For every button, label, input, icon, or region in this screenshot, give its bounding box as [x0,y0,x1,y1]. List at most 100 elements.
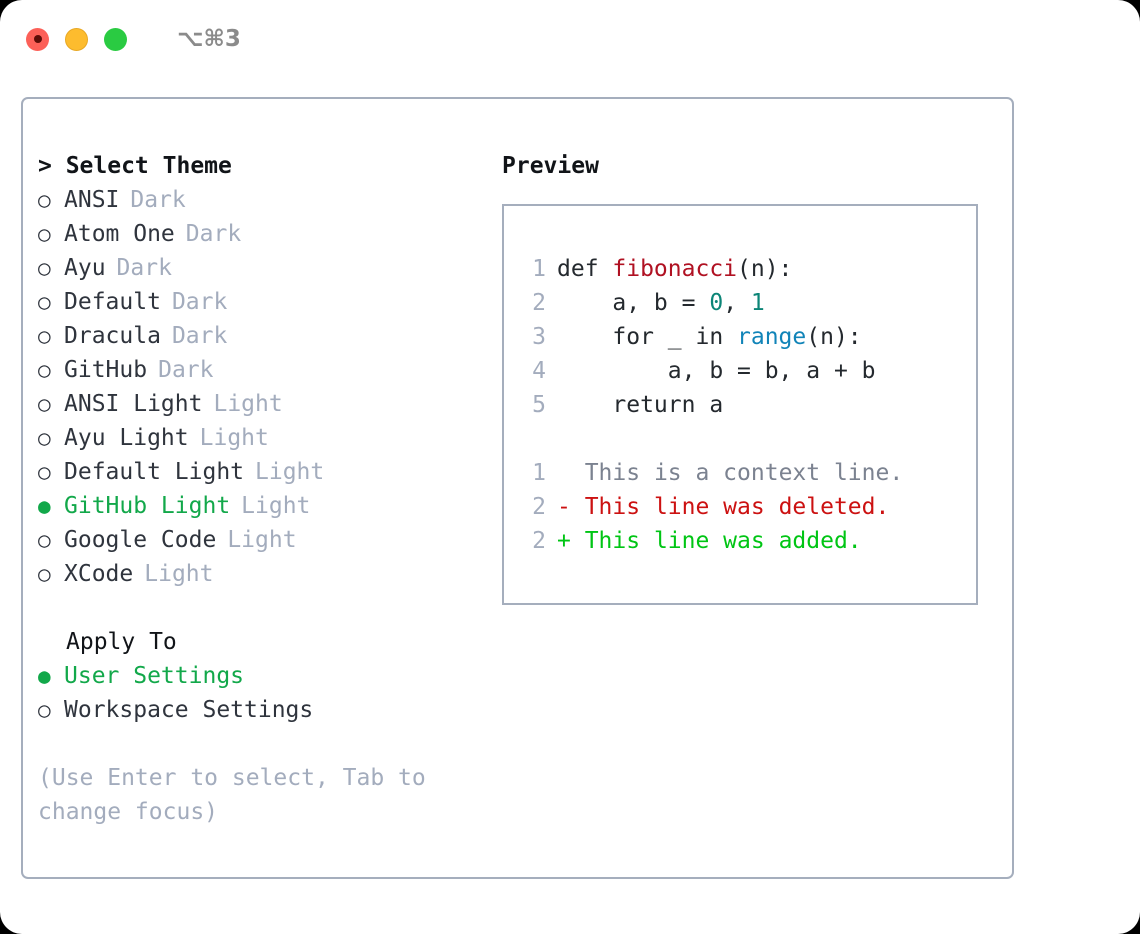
select-theme-header: > Select Theme [38,153,232,179]
theme-option-label: ANSI [64,187,120,213]
apply-to-option-user-settings[interactable]: ● User Settings [38,659,488,693]
apply-to-section: Apply To ● User Settings ○Workspace Settin… [38,625,488,727]
theme-option-label: Default [64,289,161,315]
diff-line-deleted: 2- This line was deleted. [522,490,976,524]
theme-option-github[interactable]: ○ GitHub Dark [38,353,488,387]
theme-option-atom-one[interactable]: ○ Atom One Dark [38,217,488,251]
diff-line-number: 1 [532,460,546,486]
code-line-number: 5 [532,392,546,418]
radio-unselected-icon: ○ [38,460,51,484]
theme-option-tag: Light [255,459,325,485]
theme-option-tag: Light [241,493,311,519]
code-token-plain: (n): [737,256,793,282]
radio-unselected-icon: ○ [38,358,51,382]
diff-line-number: 2 [532,528,546,554]
code-token-call: range [737,324,807,350]
code-line-number: 2 [532,290,546,316]
code-token-plain: for _ in [557,324,738,350]
radio-unselected-icon: ○ [38,562,51,586]
code-line-content: for _ in range(n): [557,320,862,354]
theme-option-default-light[interactable]: ○ Default Light Light [38,455,488,489]
code-token-number: 1 [750,290,765,316]
code-token-plain: (n): [806,324,862,350]
theme-option-tag: Light [213,391,283,417]
preview-spacer [522,422,976,456]
code-token-number: 0 [709,290,724,316]
code-line-number: 3 [532,324,546,350]
theme-option-tag: Dark [158,357,214,383]
code-line-number: 4 [532,358,546,384]
theme-option-xcode[interactable]: ○ XCode Light [38,557,488,591]
code-token-plain: def [557,256,613,282]
theme-option-label: Ayu Light [64,425,189,451]
theme-option-ansi[interactable]: ○ ANSI Dark [38,183,488,217]
radio-unselected-icon: ○ [38,290,51,314]
theme-option-label: Atom One [64,221,175,247]
theme-option-label: Dracula [64,323,161,349]
theme-option-tag: Light [144,561,214,587]
diff-line-text: This line was added. [570,528,862,554]
code-token-function: fibonacci [612,256,738,282]
code-token-plain: a, b = b, a + b [557,358,876,384]
radio-unselected-icon: ○ [38,256,51,280]
diff-line-text: This is a context line. [570,460,904,486]
apply-to-option-workspace-settings[interactable]: ○Workspace Settings [38,693,488,727]
theme-option-label: Google Code [64,527,217,553]
theme-option-label: GitHub [64,357,148,383]
diff-line-added: 2+ This line was added. [522,524,976,558]
theme-option-google-code[interactable]: ○ Google Code Light [38,523,488,557]
theme-option-tag: Light [199,425,269,451]
code-token-plain: return a [557,392,724,418]
code-token-plain: , [723,290,751,316]
radio-unselected-icon: ○ [38,222,51,246]
apply-to-option-label: Workspace Settings [64,697,314,723]
apply-to-header: Apply To [66,629,177,655]
code-line-content: return a [557,388,723,422]
diff-line-number: 2 [532,494,546,520]
keyboard-shortcut-label: ⌥⌘3 [177,26,241,52]
theme-option-label: Ayu [64,255,106,281]
diff-marker [557,456,571,490]
radio-selected-icon: ● [38,494,51,518]
diff-line-text: This line was deleted. [570,494,890,520]
close-button-icon[interactable] [26,27,49,51]
code-token-plain: a, b = [557,290,710,316]
diff-sample: 1 This is a context line.2- This line wa… [522,456,976,558]
theme-option-tag: Dark [185,221,242,247]
radio-unselected-icon: ○ [38,528,51,552]
code-line: 1 def fibonacci(n): [522,252,976,286]
code-line: 2 a, b = 0, 1 [522,286,976,320]
theme-option-label: ANSI Light [64,391,203,417]
theme-option-tag: Dark [116,255,172,281]
code-line: 3 for _ in range(n): [522,320,976,354]
code-line-content: a, b = b, a + b [557,354,876,388]
code-line-content: a, b = 0, 1 [557,286,765,320]
apply-to-option-label: User Settings [64,663,245,689]
theme-option-tag: Light [227,527,297,553]
preview-header: Preview [502,153,599,179]
theme-option-ayu[interactable]: ○ Ayu Dark [38,251,488,285]
zoom-button-icon[interactable] [104,27,127,51]
code-line-content: def fibonacci(n): [557,252,792,286]
code-line: 4 a, b = b, a + b [522,354,976,388]
theme-option-label: Default Light [64,459,245,485]
theme-option-label: XCode [64,561,134,587]
radio-unselected-icon: ○ [38,324,51,348]
radio-selected-icon: ● [38,664,51,688]
theme-option-tag: Dark [130,187,186,213]
minimize-button-icon[interactable] [65,27,88,51]
radio-unselected-icon: ○ [38,188,51,212]
diff-line-context: 1 This is a context line. [522,456,976,490]
code-line-number: 1 [532,256,546,282]
